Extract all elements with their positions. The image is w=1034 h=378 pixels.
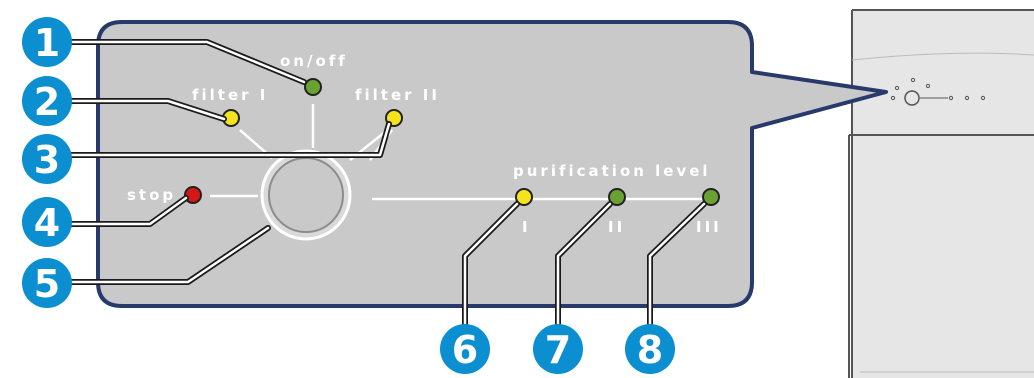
callout-4: 4: [22, 197, 72, 247]
callout-8: 8: [625, 324, 675, 374]
callout-1: 1: [22, 17, 72, 67]
callout-6: 6: [440, 324, 490, 374]
label-purification-level: purification level: [513, 162, 711, 180]
label-filter-2: filter II: [355, 86, 440, 104]
callout-2: 2: [22, 76, 72, 126]
svg-text:6: 6: [452, 328, 478, 372]
callout-leaders: [67, 39, 707, 347]
callout-7: 7: [533, 324, 583, 374]
led-level-3: [702, 188, 720, 206]
svg-text:8: 8: [637, 328, 663, 372]
led-level-2: [608, 188, 626, 206]
callout-5: 5: [22, 258, 72, 308]
svg-text:3: 3: [34, 138, 60, 182]
label-level-2: II: [608, 218, 625, 236]
label-on-off: on/off: [280, 52, 348, 70]
svg-text:7: 7: [545, 328, 571, 372]
label-level-3: III: [696, 218, 722, 236]
svg-text:4: 4: [34, 201, 60, 245]
label-level-1: I: [522, 218, 531, 236]
led-level-1: [515, 188, 533, 206]
power-button[interactable]: [260, 149, 352, 241]
led-stop: [184, 186, 202, 204]
purifier-device: [848, 9, 1034, 378]
svg-text:1: 1: [34, 21, 60, 65]
svg-text:2: 2: [34, 80, 60, 124]
device-button-icon: [904, 90, 920, 106]
label-filter-1: filter I: [192, 86, 268, 104]
led-on-off: [304, 78, 322, 96]
label-stop: stop: [127, 186, 176, 204]
callout-3: 3: [22, 134, 72, 184]
svg-text:5: 5: [34, 262, 60, 306]
